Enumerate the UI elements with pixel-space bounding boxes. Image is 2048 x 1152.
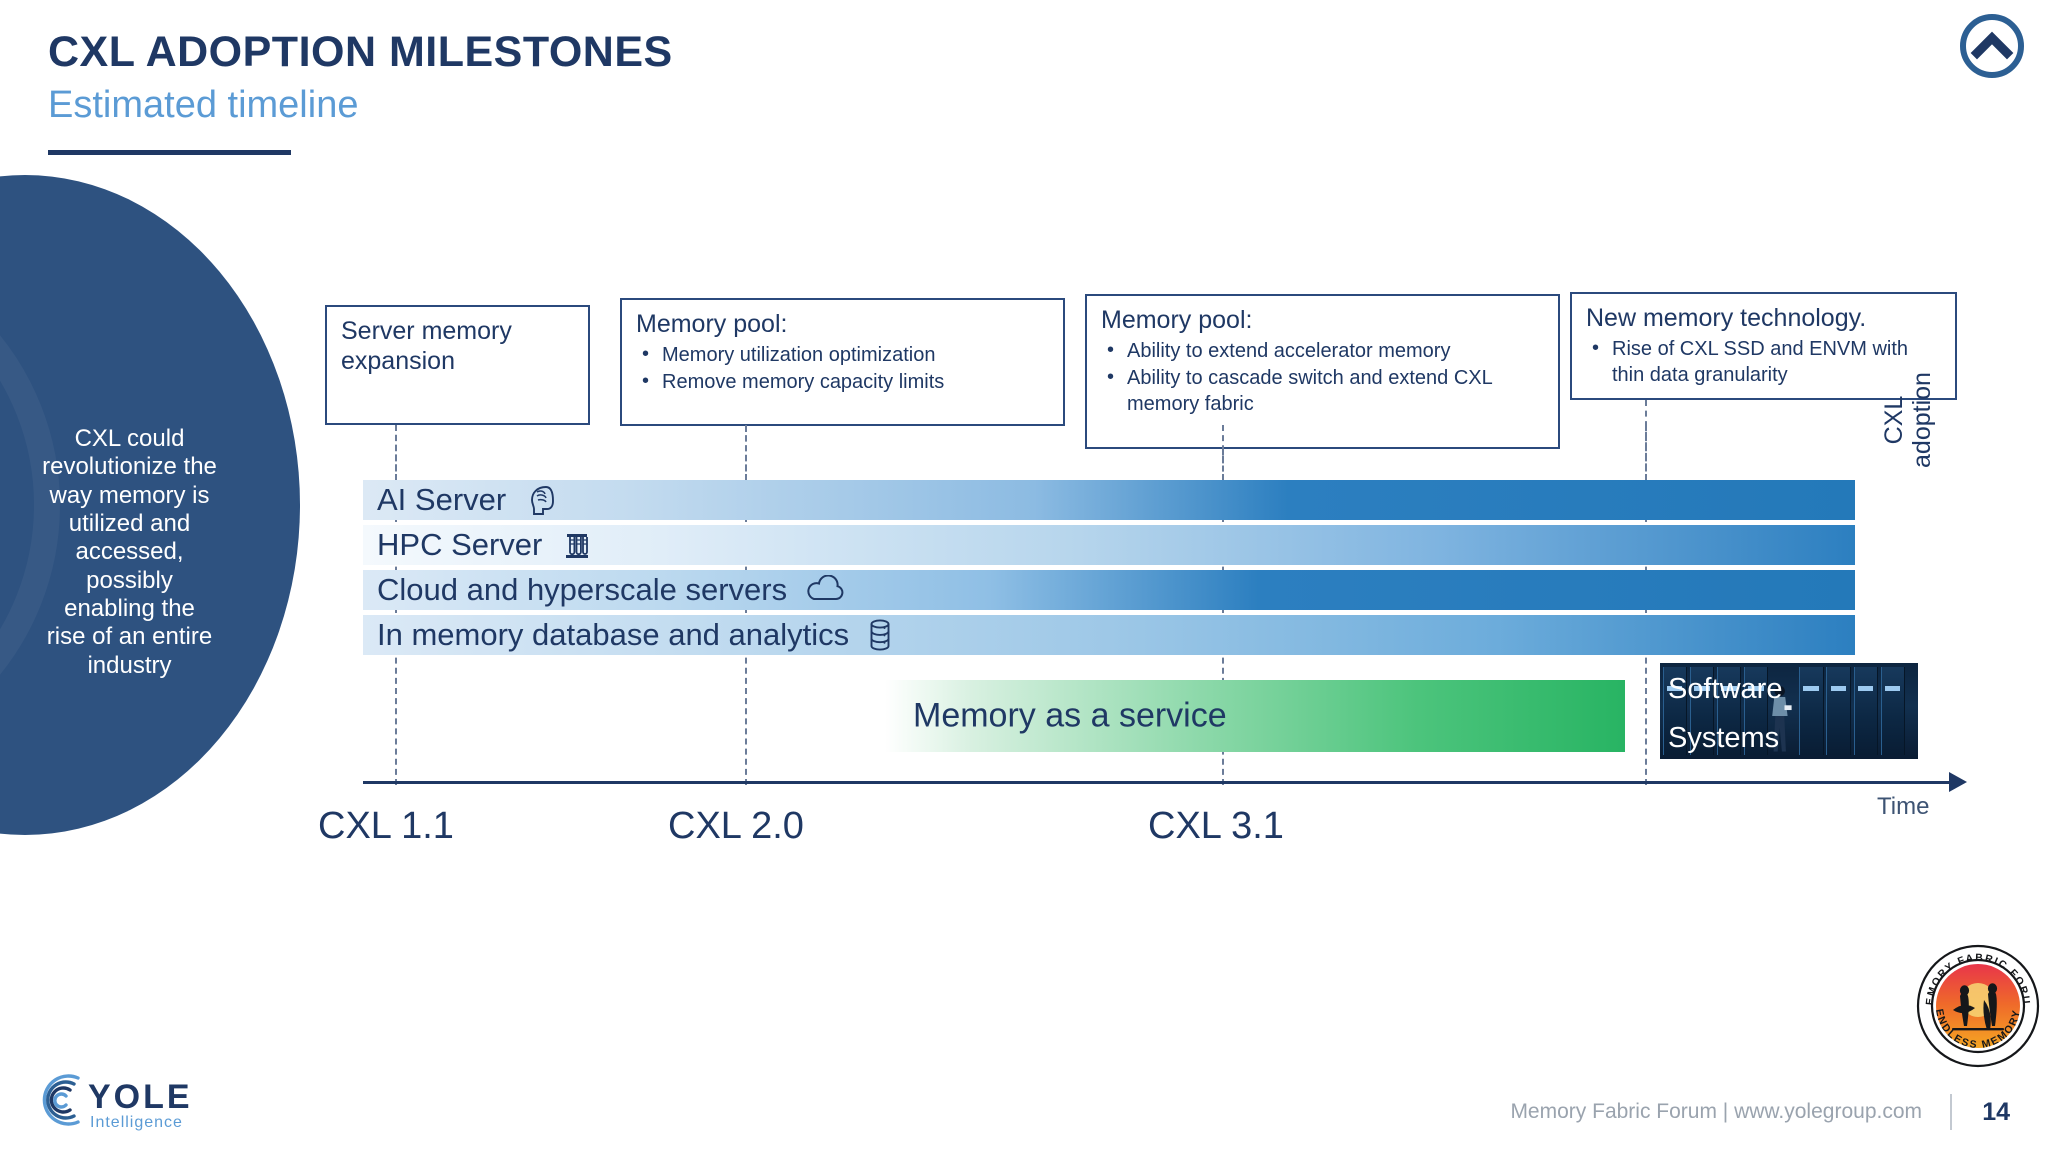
footer-credit: Memory Fabric Forum | www.yolegroup.com [1510, 1100, 1922, 1123]
yole-subwordmark: Intelligence [90, 1114, 183, 1131]
cloud-icon [807, 575, 844, 600]
callout-box-cxl11: Server memory expansion [325, 305, 590, 425]
yole-spiral-logo-icon [42, 1074, 80, 1126]
datacenter-racks-graphic [1660, 663, 1918, 759]
callout-bullet: Ability to extend accelerator memory [1101, 337, 1546, 364]
cxl-adoption-axis-caption: CXL adoption [1880, 350, 1936, 490]
bar-label-group: HPC Server [377, 527, 594, 563]
left-panel-quote: CXL could revolutionize the way memory i… [42, 425, 217, 679]
yole-wordmark: YOLE [88, 1078, 193, 1116]
page-subtitle: Estimated timeline [48, 84, 359, 126]
callout-heading: New memory technology. [1586, 304, 1867, 332]
callout-box-future: New memory technology. Rise of CXL SSD a… [1570, 292, 1957, 400]
technician-silhouette-icon [1772, 686, 1792, 752]
bar-label-group: Cloud and hyperscale servers [377, 572, 845, 608]
title-underline-rule [48, 150, 291, 155]
time-axis-arrowhead [1949, 772, 1967, 792]
software-systems-line2: Systems [1668, 721, 1780, 754]
software-systems-caption: Software Systems [1668, 665, 1918, 759]
bar-label-text: Cloud and hyperscale servers [377, 572, 788, 607]
memory-fabric-forum-badge-icon: MEMORY FABRIC FORUM ENDLESS MEMORY [1916, 944, 2040, 1068]
software-systems-image-card: Software Systems [1660, 663, 1918, 759]
bar-label-text: AI Server [377, 482, 507, 517]
bar-label-text: In memory database and analytics [377, 617, 850, 652]
time-axis-label: Time [1877, 793, 1930, 820]
page-title: CXL ADOPTION MILESTONES [48, 28, 673, 76]
database-icon [870, 619, 890, 651]
chevron-up-circle-icon [1960, 14, 2024, 78]
adoption-bar-ai-server: AI Server [363, 480, 1855, 520]
callout-bullet-list: Ability to extend accelerator memory Abi… [1101, 337, 1546, 417]
callout-heading: Memory pool: [1101, 306, 1253, 334]
callout-bullet-list: Memory utilization optimization Remove m… [636, 341, 1051, 395]
cxl-adoption-line2: adoption [1908, 372, 1936, 468]
callout-bullet: Ability to cascade switch and extend CXL… [1101, 364, 1546, 417]
software-systems-line1: Software [1668, 673, 1783, 705]
axis-tick-label-cxl11: CXL 1.1 [318, 805, 454, 847]
bar-fill [885, 680, 1625, 752]
brain-head-icon [531, 486, 555, 515]
time-axis-line [363, 781, 1953, 784]
test-tubes-icon [566, 534, 589, 558]
bar-label-text: HPC Server [377, 527, 543, 562]
axis-tick-label-cxl20: CXL 2.0 [668, 805, 804, 847]
bar-label-group: AI Server [377, 482, 558, 518]
adoption-bar-cloud-hyperscale: Cloud and hyperscale servers [363, 570, 1855, 610]
bar-label-group: In memory database and analytics [377, 617, 893, 653]
adoption-bar-hpc-server: HPC Server [363, 525, 1855, 565]
bar-fill [363, 480, 1855, 520]
callout-bullet: Remove memory capacity limits [636, 368, 1051, 395]
callout-bullet: Rise of CXL SSD and ENVM with thin data … [1586, 335, 1943, 388]
footer-divider [1950, 1094, 1952, 1130]
bar-fill [363, 615, 1855, 655]
axis-tick-label-cxl31: CXL 3.1 [1148, 805, 1284, 847]
callout-heading: Server memory expansion [341, 317, 512, 375]
callout-heading: Memory pool: [636, 310, 788, 338]
memory-as-a-service-bar: Memory as a service [885, 680, 1625, 752]
page-number: 14 [1982, 1098, 2010, 1126]
callout-bullet: Memory utilization optimization [636, 341, 1051, 368]
bar-fill [363, 570, 1855, 610]
callout-bullet-list: Rise of CXL SSD and ENVM with thin data … [1586, 335, 1943, 388]
callout-box-cxl20: Memory pool: Memory utilization optimiza… [620, 298, 1065, 426]
bar-label-text: Memory as a service [913, 696, 1227, 735]
bar-fill [363, 525, 1855, 565]
cxl-adoption-line1: CXL [1880, 395, 1908, 445]
adoption-bar-in-memory-db: In memory database and analytics [363, 615, 1855, 655]
callout-box-cxl31: Memory pool: Ability to extend accelerat… [1085, 294, 1560, 449]
